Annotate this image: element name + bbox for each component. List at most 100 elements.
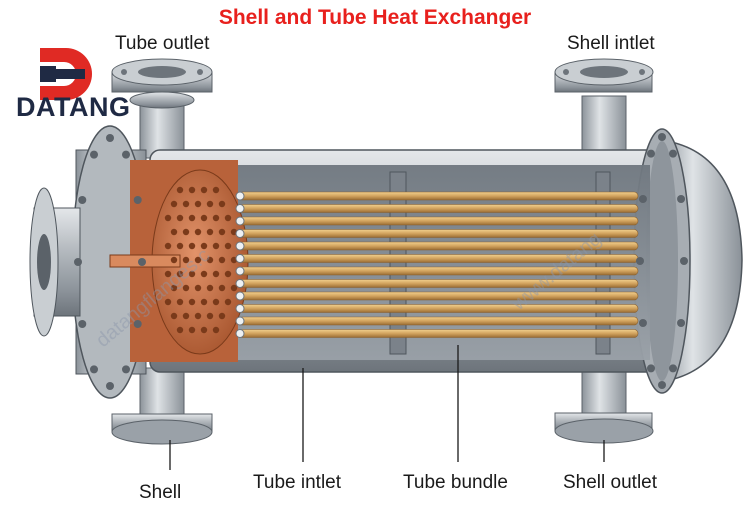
tube-outlet-nozzle [111, 58, 213, 159]
tube-end [235, 204, 245, 213]
bolt [638, 319, 647, 327]
tube-hole [176, 214, 184, 222]
tube-end [235, 291, 245, 301]
tube-end [235, 229, 245, 238]
bolt [677, 195, 686, 203]
tube-hole [224, 214, 232, 222]
label-tube-outlet: Tube outlet [115, 33, 210, 54]
tube-hole [200, 270, 208, 278]
bolt [677, 319, 686, 327]
tube [237, 304, 639, 313]
tube-hole [188, 242, 196, 250]
bolt [647, 364, 655, 373]
tube-hole [182, 284, 190, 292]
label-tube-inlet: Tube intlet [253, 472, 342, 493]
tube-hole [200, 214, 208, 222]
bolt [658, 381, 666, 389]
tube-hole [170, 200, 178, 208]
tube-hole [194, 256, 202, 264]
tube-hole [224, 242, 232, 250]
tube-end [235, 316, 245, 326]
tube-hole [218, 312, 226, 320]
tube-hole [212, 326, 220, 334]
tube-end [235, 191, 245, 201]
tube-hole [200, 186, 208, 194]
bolt [680, 257, 688, 265]
bolt [638, 195, 647, 203]
tube-hole [164, 270, 172, 278]
tube-hole [170, 256, 178, 264]
tube-hole [230, 284, 238, 292]
tube-hole [194, 200, 202, 208]
tube-hole [176, 270, 184, 278]
tube-end [235, 241, 245, 251]
tube-hole [200, 298, 208, 306]
bolt [122, 150, 130, 159]
label-tube-bundle: Tube bundle [403, 472, 508, 493]
tube-hole [182, 312, 190, 320]
tube-hole [176, 298, 184, 306]
tube-bundle [235, 191, 639, 338]
shell-outlet-nozzle [554, 364, 654, 444]
tube-hole [194, 284, 202, 292]
tube-hole [212, 270, 220, 278]
bolt [647, 149, 655, 158]
label-shell-inlet: Shell intlet [567, 33, 655, 54]
datang-logo-icon [40, 48, 92, 100]
tube-hole [170, 284, 178, 292]
bolt [106, 134, 114, 142]
bolt [106, 382, 114, 390]
bolt [122, 365, 130, 374]
bolt [669, 149, 677, 158]
tube [237, 204, 639, 213]
bolt [138, 258, 146, 266]
tube-hole [188, 298, 196, 306]
tube-hole [218, 256, 226, 264]
tube-hole [194, 228, 202, 236]
bolt [669, 364, 677, 373]
tube-end [235, 216, 245, 226]
tube-end [235, 254, 245, 263]
bolt [133, 196, 142, 204]
tube [237, 316, 639, 326]
tube-hole [200, 242, 208, 250]
tube-hole [218, 228, 226, 236]
tube [237, 329, 639, 338]
flange-bolts [74, 133, 688, 390]
tube-hole [170, 312, 178, 320]
tube-sheet [164, 186, 238, 334]
diagram-title: Shell and Tube Heat Exchanger [218, 6, 532, 29]
tube-hole [206, 200, 214, 208]
tube-hole [164, 298, 172, 306]
tube-hole [182, 256, 190, 264]
tube [237, 279, 639, 288]
tube-hole [206, 312, 214, 320]
tube-end [235, 304, 245, 313]
bolt [133, 320, 142, 328]
tube-hole [170, 228, 178, 236]
tube-hole [176, 242, 184, 250]
tube-hole [188, 326, 196, 334]
bolt [78, 320, 87, 328]
bottom-left-nozzle [111, 367, 213, 445]
tube [237, 229, 639, 238]
tube-hole [164, 214, 172, 222]
bolt [90, 150, 98, 159]
tube-end [235, 266, 245, 276]
label-shell-outlet: Shell outlet [563, 472, 658, 493]
tube-hole [194, 312, 202, 320]
bolt [74, 258, 82, 266]
tube [237, 291, 639, 301]
tube-hole [212, 214, 220, 222]
brand-name: DATANG [16, 92, 131, 122]
tube-hole [188, 186, 196, 194]
label-shell: Shell [139, 482, 182, 503]
bolt [90, 365, 98, 374]
tube [237, 216, 639, 226]
tube-hole [212, 242, 220, 250]
tube-hole [218, 284, 226, 292]
bolt [636, 257, 644, 265]
tube-end [235, 279, 245, 288]
shell-inlet-nozzle [554, 58, 654, 157]
